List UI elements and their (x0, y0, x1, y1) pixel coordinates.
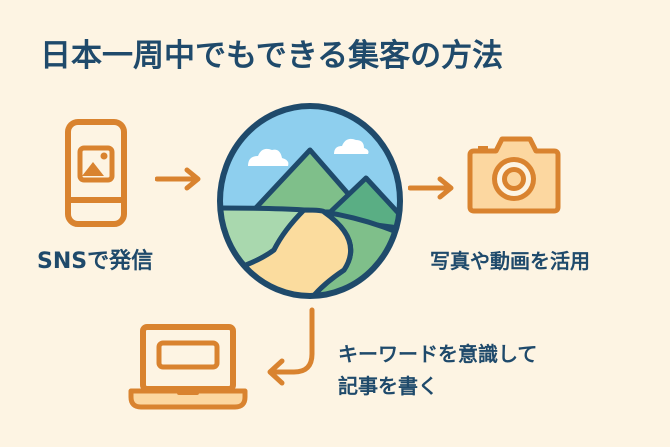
blog-label-line2: 記事を書く (338, 374, 438, 398)
arrow-right-icon (408, 176, 456, 200)
laptop-icon (127, 323, 249, 411)
camera-icon (466, 133, 562, 215)
sns-label: SNSで発信 (37, 249, 154, 274)
page-title: 日本一周中でもできる集客の方法 (40, 38, 504, 74)
mountain-road-landscape-icon (214, 100, 406, 302)
curved-arrow-down-left-icon (262, 306, 318, 386)
blog-label-line1: キーワードを意識して (338, 342, 538, 366)
media-label: 写真や動画を活用 (430, 249, 590, 273)
smartphone-photo-icon (64, 118, 128, 228)
arrow-right-icon (155, 167, 203, 191)
